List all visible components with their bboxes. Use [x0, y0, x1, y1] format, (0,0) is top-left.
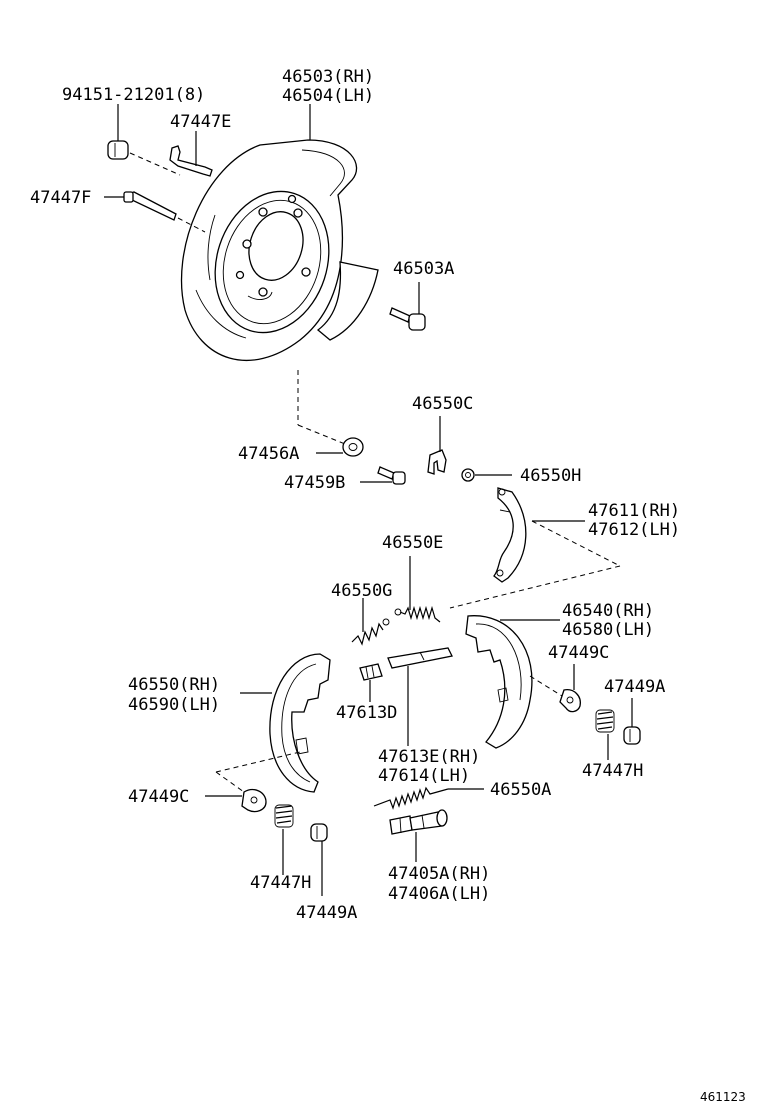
label-46550C: 46550C: [412, 394, 473, 414]
label-46580: 46580(LH): [562, 620, 654, 640]
label-47613E: 47613E(RH): [378, 747, 480, 767]
label-46504: 46504(LH): [282, 86, 374, 106]
bolt-46503A: [389, 307, 426, 331]
backing-plate-cover: [316, 261, 379, 341]
strut-47613E: [387, 647, 453, 669]
label-47459B: 47459B: [284, 473, 345, 493]
label-46540: 46540(RH): [562, 601, 654, 621]
label-46590: 46590(LH): [128, 695, 220, 715]
label-47456A: 47456A: [238, 444, 299, 464]
spring-46550E: [394, 605, 441, 623]
label-46550E: 46550E: [382, 533, 443, 553]
callout-labels: 94151-21201(8) 47447E 46503(RH) 46504(LH…: [30, 67, 746, 1104]
label-47447F: 47447F: [30, 188, 91, 208]
label-46503: 46503(RH): [282, 67, 374, 87]
label-47447H-left: 47447H: [250, 873, 311, 893]
label-47614: 47614(LH): [378, 766, 470, 786]
spring-47447H-right: [595, 709, 615, 733]
label-46550H: 46550H: [520, 466, 581, 486]
spring-46550A: [373, 786, 449, 810]
pin-cup-47449C-right: [559, 689, 581, 713]
label-47612: 47612(LH): [588, 520, 680, 540]
label-47449C-right: 47449C: [548, 643, 609, 663]
label-46550: 46550(RH): [128, 675, 220, 695]
label-47405A: 47405A(RH): [388, 864, 490, 884]
clip-46550C: [427, 449, 447, 475]
label-47449C-left: 47449C: [128, 787, 189, 807]
label-47447E: 47447E: [170, 112, 231, 132]
lever-47611: [493, 487, 527, 583]
clip-47447E: [169, 145, 213, 177]
nut-94151: [107, 140, 129, 160]
label-46550A: 46550A: [490, 780, 551, 800]
shoe-46540: [465, 615, 533, 749]
adjuster-47405A: [389, 809, 448, 835]
bolt-47447F: [123, 191, 177, 221]
label-47447H-right: 47447H: [582, 761, 643, 781]
backing-plate: [180, 139, 358, 362]
label-47611: 47611(RH): [588, 501, 680, 521]
label-47613D: 47613D: [336, 703, 397, 723]
cap-47449A-right: [623, 726, 641, 745]
label-94151-21201: 94151-21201(8): [62, 85, 205, 105]
washer-46550H: [461, 468, 475, 482]
strut-47613D: [359, 663, 383, 681]
label-47449A-right: 47449A: [604, 677, 665, 697]
spring-47447H-left: [274, 804, 294, 828]
cap-47449A-left: [310, 823, 328, 842]
spring-46550G: [351, 618, 390, 646]
figure-number: 461123: [700, 1090, 746, 1104]
label-47449A-left: 47449A: [296, 903, 357, 923]
bolt-47459B: [377, 466, 406, 485]
label-46550G: 46550G: [331, 581, 392, 601]
pin-cup-47449C-left: [241, 788, 267, 813]
shoe-46550: [269, 653, 331, 793]
label-47406A: 47406A(LH): [388, 884, 490, 904]
label-46503A: 46503A: [393, 259, 454, 279]
grommet-47456A: [342, 437, 364, 457]
